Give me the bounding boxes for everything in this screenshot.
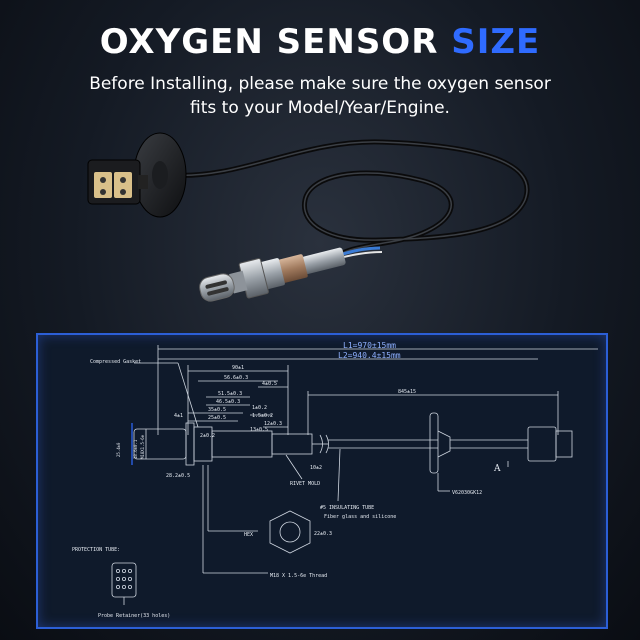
dim-12: 12±0.3 — [264, 421, 282, 427]
label-thread: M18 X 1.5-6e Thread — [270, 573, 327, 579]
title-main: OXYGEN SENSOR — [99, 22, 439, 62]
label-hex: HEX — [244, 532, 253, 538]
dim-90: 90±1 — [232, 365, 244, 371]
label-view-a: A — [493, 464, 501, 474]
dim-51: 51.5±0.3 — [218, 391, 242, 397]
dim-4: 4±0.5 — [262, 381, 277, 387]
label-insulating-desc: Fiber glass and silicone — [324, 514, 396, 520]
technical-drawing: L1=970±15mm L2=940.4±15mm Compressed Gas… — [36, 333, 608, 629]
dim-1b: 1.5±0.2 — [252, 413, 273, 419]
dim-bottom: 28.2±0.5 — [166, 473, 190, 479]
dim-35: 35±0.5 — [208, 407, 226, 413]
dim-845: 845±15 — [398, 389, 416, 395]
dim-hex-thread: M18X1.5-6e — [140, 434, 145, 459]
dimension-drawing: L1=970±15mm L2=940.4±15mm Compressed Gas… — [72, 341, 598, 619]
subtitle-line-1: Before Installing, please make sure the … — [89, 74, 551, 94]
label-compressed-gasket: Compressed Gasket — [90, 359, 141, 365]
label-part-number: V62030GK12 — [452, 490, 482, 496]
sensor-body — [199, 247, 346, 302]
page-subtitle: Before Installing, please make sure the … — [0, 72, 640, 120]
dim-dia: 18.6±0.1 — [133, 439, 138, 459]
label-protection-tube: PROTECTION TUBE: — [72, 547, 120, 553]
dim-l2: L2=940.4±15mm — [338, 351, 401, 360]
page-title: OXYGEN SENSOR SIZE — [0, 22, 640, 62]
dim-1: 1±0.2 — [252, 405, 267, 411]
label-rivet-mold: RIVET MOLD — [290, 481, 320, 487]
dim-left: 25.4±0 — [116, 442, 121, 457]
subtitle-line-2: fits to your Model/Year/Engine. — [190, 98, 450, 118]
dim-46: 46.5±0.3 — [216, 399, 240, 405]
dim-13: 13±0.5 — [250, 427, 268, 433]
dim-25: 25±0.5 — [208, 415, 226, 421]
label-probe-retainer: Probe Retainer(33 holes) — [98, 613, 170, 619]
oxygen-sensor-illustration — [87, 132, 530, 302]
dim-56: 56.6±0.3 — [224, 375, 248, 381]
dim-small: 4±1 — [174, 413, 183, 419]
dim-right: 10±2 — [310, 465, 322, 471]
title-accent: SIZE — [451, 22, 541, 62]
dim-l1: L1=970±15mm — [343, 341, 396, 350]
label-hex-dim: 22±0.3 — [314, 531, 332, 537]
dim-2: 2±0.2 — [200, 433, 215, 439]
label-insulating-tube: #5 INSULATING TUBE — [320, 505, 374, 511]
